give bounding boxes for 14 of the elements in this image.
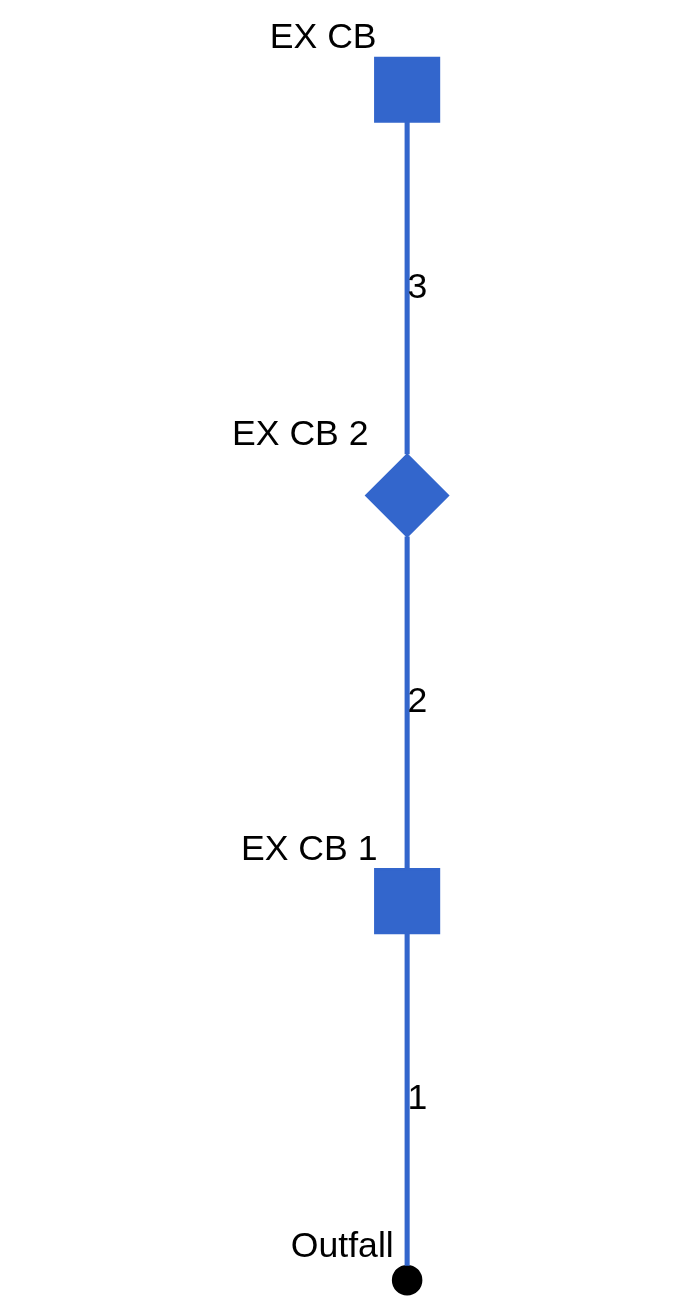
- node-label: EX CB 2: [232, 413, 369, 454]
- node-circle: [391, 1264, 423, 1296]
- connector: [404, 121, 410, 455]
- edge-label: 2: [407, 680, 428, 721]
- connector: [404, 536, 410, 869]
- node-label: EX CB: [269, 16, 377, 57]
- node-box: [374, 56, 441, 123]
- edge-label: 1: [407, 1076, 428, 1117]
- node-box: [374, 868, 441, 935]
- connector: [404, 933, 410, 1266]
- node-label: Outfall: [290, 1224, 394, 1265]
- edge-label: 3: [407, 265, 428, 306]
- node-label: EX CB 1: [240, 827, 378, 868]
- node-diamond: [364, 453, 450, 538]
